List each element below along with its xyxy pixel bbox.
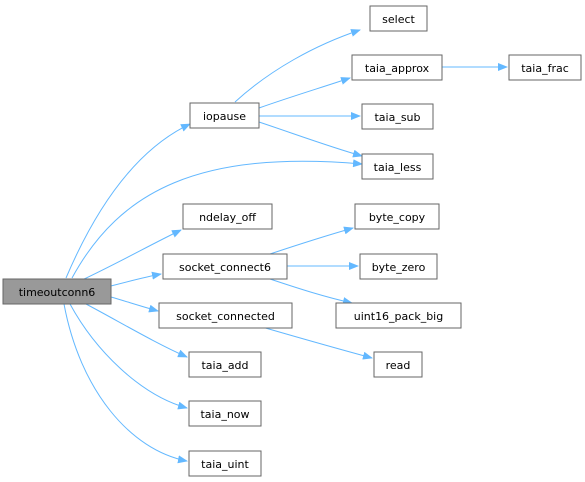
- node-label: socket_connected: [176, 310, 275, 323]
- edge-timeoutconn6-taia-less: [71, 159, 363, 279]
- node-label: select: [382, 13, 415, 26]
- node-socket-connect6[interactable]: socket_connect6: [162, 253, 288, 280]
- edge-timeoutconn6-taia-add: [85, 303, 188, 358]
- node-socket-connected[interactable]: socket_connected: [158, 302, 293, 329]
- node-label: taia_sub: [374, 111, 420, 124]
- node-select[interactable]: select: [369, 5, 428, 32]
- node-ndelay-off[interactable]: ndelay_off: [182, 203, 273, 230]
- node-iopause[interactable]: iopause: [189, 102, 260, 129]
- node-label: ndelay_off: [199, 211, 256, 224]
- node-byte-zero[interactable]: byte_zero: [359, 253, 438, 280]
- node-label: taia_add: [201, 359, 248, 372]
- node-taia-uint[interactable]: taia_uint: [188, 450, 262, 477]
- edge-iopause-taia-approx: [258, 77, 351, 109]
- edge-timeoutconn6-ndelay-off: [81, 229, 182, 281]
- node-label: taia_uint: [201, 458, 249, 471]
- node-label: socket_connect6: [179, 261, 271, 274]
- node-timeoutconn6[interactable]: timeoutconn6: [2, 278, 112, 305]
- edge-iopause-select: [234, 29, 361, 103]
- node-byte-copy[interactable]: byte_copy: [354, 203, 440, 230]
- edge-timeoutconn6-socket-connect6: [110, 271, 162, 287]
- node-taia-less[interactable]: taia_less: [361, 153, 434, 180]
- node-label: timeoutconn6: [19, 286, 96, 299]
- edge-socket-connected-read: [261, 326, 373, 360]
- nodes: timeoutconn6 iopause select taia_approx …: [2, 5, 582, 477]
- node-label: taia_now: [200, 408, 249, 421]
- node-label: byte_copy: [369, 211, 426, 224]
- node-taia-add[interactable]: taia_add: [188, 351, 262, 378]
- edge-socket-connect6-uint16-pack-big: [269, 278, 353, 305]
- node-read[interactable]: read: [373, 351, 423, 378]
- node-label: taia_approx: [365, 62, 430, 75]
- node-label: byte_zero: [372, 261, 426, 274]
- edges: [63, 29, 508, 464]
- node-label: taia_frac: [521, 62, 569, 75]
- node-label: iopause: [203, 110, 246, 123]
- edge-timeoutconn6-taia-uint: [63, 303, 188, 464]
- edge-socket-connect6-byte-copy: [269, 226, 354, 255]
- edge-timeoutconn6-taia-now: [69, 303, 188, 410]
- edge-timeoutconn6-socket-connected: [110, 296, 159, 313]
- node-label: read: [386, 359, 411, 372]
- edge-timeoutconn6-iopause: [65, 123, 191, 279]
- node-taia-approx[interactable]: taia_approx: [351, 54, 443, 81]
- node-label: taia_less: [374, 161, 422, 174]
- node-label: uint16_pack_big: [354, 310, 443, 323]
- edge-iopause-taia-less: [258, 121, 363, 158]
- node-uint16-pack-big[interactable]: uint16_pack_big: [335, 302, 462, 329]
- node-taia-frac[interactable]: taia_frac: [508, 54, 582, 81]
- node-taia-sub[interactable]: taia_sub: [361, 103, 434, 130]
- node-taia-now[interactable]: taia_now: [188, 400, 262, 427]
